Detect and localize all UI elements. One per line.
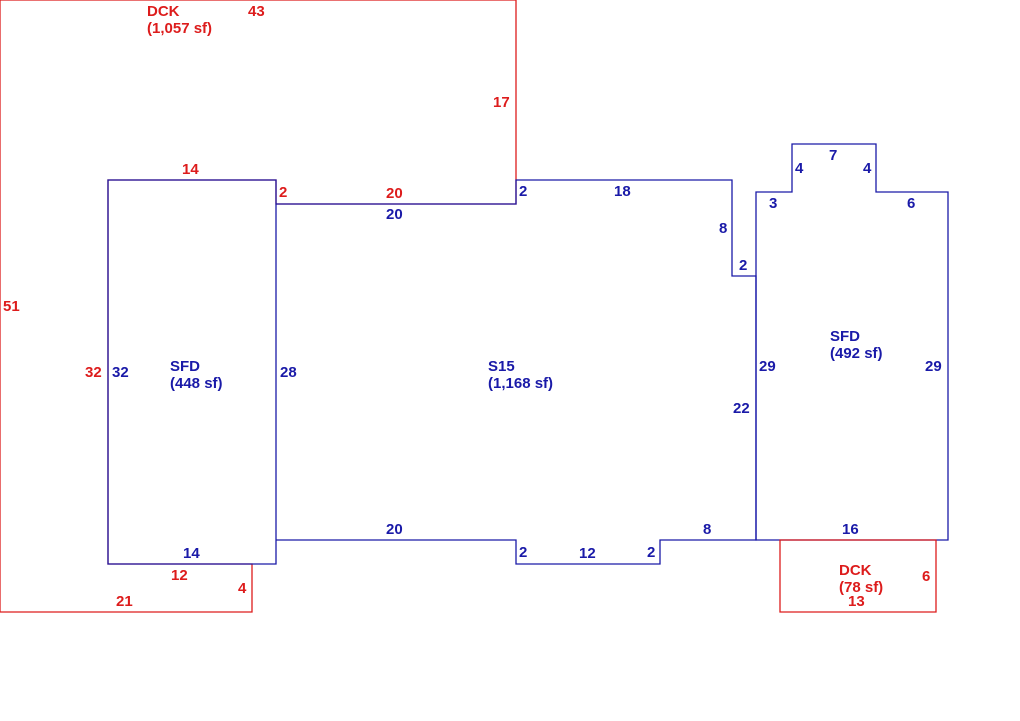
- dimension-label: 12: [171, 567, 188, 584]
- area-size-sfd-left: (448 sf): [170, 375, 223, 392]
- deck-small-outline: [779, 539, 937, 613]
- sfd-left-outline: [107, 179, 277, 565]
- dimension-label: 3: [769, 195, 777, 212]
- dimension-label: 2: [279, 184, 287, 201]
- dimension-label: 2: [739, 257, 747, 274]
- dimension-label: 4: [795, 160, 804, 177]
- dimension-label: 12: [579, 545, 596, 562]
- dimension-label: 21: [116, 593, 133, 610]
- deck-large-outline: [0, 0, 517, 613]
- dimension-label: 32: [85, 364, 102, 381]
- dimension-label: 4: [238, 580, 247, 597]
- dimension-label: 8: [719, 220, 727, 237]
- dimension-label: 14: [182, 161, 199, 178]
- dimension-label: 32: [112, 364, 129, 381]
- area-size-s15: (1,168 sf): [488, 375, 553, 392]
- dimension-label: 29: [925, 358, 942, 375]
- area-code-sfd-left: SFD: [170, 358, 200, 375]
- dimension-label: 2: [519, 183, 527, 200]
- dimension-label: 43: [248, 3, 265, 20]
- dimension-label: 28: [280, 364, 297, 381]
- area-size-dck-large: (1,057 sf): [147, 20, 212, 37]
- dimension-label: 13: [848, 593, 865, 610]
- area-size-dck-small: (78 sf): [839, 579, 883, 596]
- dimension-label: 6: [922, 568, 930, 585]
- area-code-s15: S15: [488, 358, 515, 375]
- area-code-dck-large: DCK: [147, 3, 180, 20]
- dimension-label: 20: [386, 521, 403, 538]
- dimension-label: 20: [386, 185, 403, 202]
- dimension-label: 14: [183, 545, 200, 562]
- dimension-label: 22: [733, 400, 750, 417]
- s15-outline: [276, 179, 757, 565]
- dimension-label: 6: [907, 195, 915, 212]
- dimension-label: 8: [703, 521, 711, 538]
- dimension-label: 18: [614, 183, 631, 200]
- dimension-label: 17: [493, 94, 510, 111]
- dimension-label: 2: [647, 544, 655, 561]
- area-size-sfd-right: (492 sf): [830, 345, 883, 362]
- dimension-label: 2: [519, 544, 527, 561]
- area-code-dck-small: DCK: [839, 562, 872, 579]
- dimension-label: 16: [842, 521, 859, 538]
- dimension-label: 20: [386, 206, 403, 223]
- dimension-label: 29: [759, 358, 776, 375]
- dimension-label: 51: [3, 298, 20, 315]
- dimension-label: 7: [829, 147, 837, 164]
- dimension-label: 4: [863, 160, 872, 177]
- area-code-sfd-right: SFD: [830, 328, 860, 345]
